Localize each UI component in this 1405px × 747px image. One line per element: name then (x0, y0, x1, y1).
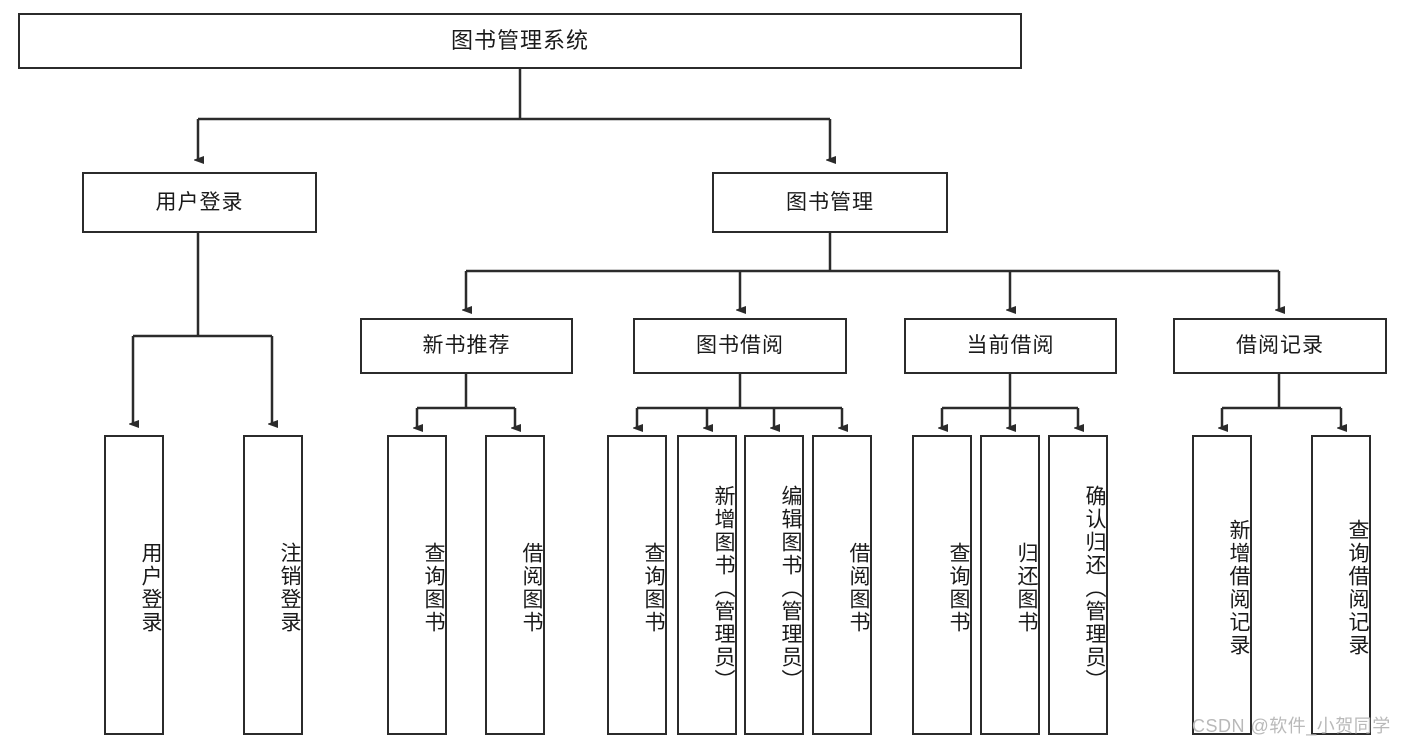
leaf-record-query-record[interactable]: 查询借阅记录 (1311, 435, 1371, 735)
node-label: 用户登录 (139, 542, 162, 634)
node-label: 用户登录 (155, 190, 244, 214)
leaf-borrow-add-book[interactable]: 新增图书（管理员） (677, 435, 737, 735)
leaf-recommend-borrow-book[interactable]: 借阅图书 (485, 435, 545, 735)
node-label: 当前借阅 (966, 334, 1055, 358)
node-root-system[interactable]: 图书管理系统 (18, 13, 1022, 69)
leaf-record-add-record[interactable]: 新增借阅记录 (1192, 435, 1252, 735)
node-label: 图书借阅 (696, 334, 784, 358)
node-label: 查询图书 (642, 542, 665, 634)
leaf-current-return-book[interactable]: 归还图书 (980, 435, 1040, 735)
node-label: 查询图书 (422, 542, 445, 634)
node-label: 编辑图书（管理员） (779, 484, 802, 692)
node-current-borrow[interactable]: 当前借阅 (904, 318, 1117, 374)
node-label: 归还图书 (1015, 542, 1038, 634)
node-book-borrow[interactable]: 图书借阅 (633, 318, 847, 374)
leaf-borrow-borrow-book[interactable]: 借阅图书 (812, 435, 872, 735)
leaf-borrow-edit-book[interactable]: 编辑图书（管理员） (744, 435, 804, 735)
node-borrow-record[interactable]: 借阅记录 (1173, 318, 1387, 374)
node-new-book-recommend[interactable]: 新书推荐 (360, 318, 573, 374)
leaf-recommend-query-book[interactable]: 查询图书 (387, 435, 447, 735)
watermark-text: CSDN @软件_小贺同学 (1192, 716, 1391, 736)
node-user-login[interactable]: 用户登录 (82, 172, 317, 233)
leaf-user-logout[interactable]: 注销登录 (243, 435, 303, 735)
node-label: 借阅记录 (1236, 334, 1324, 358)
node-label: 查询图书 (947, 542, 970, 634)
node-label: 查询借阅记录 (1346, 519, 1369, 657)
node-book-management[interactable]: 图书管理 (712, 172, 948, 233)
node-label: 借阅图书 (847, 542, 870, 634)
node-label: 图书管理系统 (450, 27, 589, 53)
node-label: 新增借阅记录 (1227, 519, 1250, 657)
node-label: 新书推荐 (422, 334, 511, 358)
node-label: 图书管理 (786, 190, 874, 214)
node-label: 确认归还（管理员） (1083, 484, 1106, 692)
node-label: 新增图书（管理员） (712, 484, 735, 692)
node-label: 注销登录 (278, 542, 301, 634)
leaf-current-confirm-return[interactable]: 确认归还（管理员） (1048, 435, 1108, 735)
leaf-current-query-book[interactable]: 查询图书 (912, 435, 972, 735)
leaf-user-login[interactable]: 用户登录 (104, 435, 164, 735)
node-label: 借阅图书 (520, 542, 543, 634)
leaf-borrow-query-book[interactable]: 查询图书 (607, 435, 667, 735)
